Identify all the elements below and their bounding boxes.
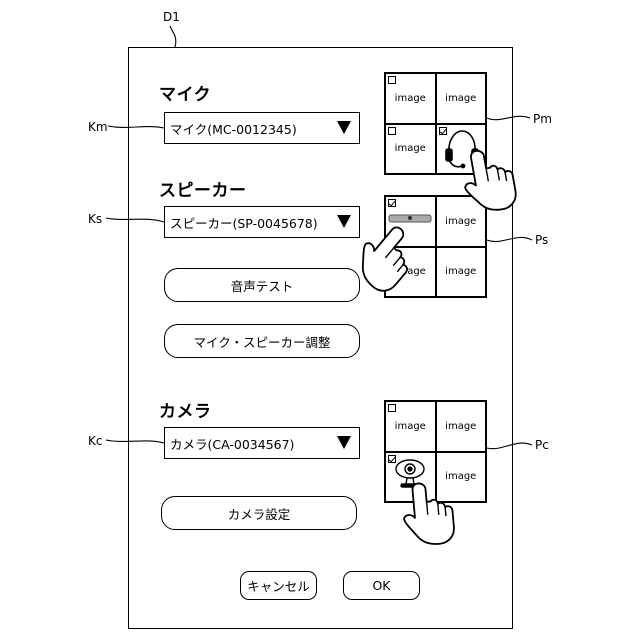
mic-image-cell-3[interactable]: image bbox=[385, 124, 436, 175]
checkbox[interactable] bbox=[388, 404, 396, 412]
mic-image-cell-1[interactable]: image bbox=[385, 73, 436, 124]
speaker-section-title: スピーカー bbox=[159, 176, 247, 201]
cell-label: image bbox=[445, 93, 476, 104]
camera-select[interactable]: カメラ(CA-0034567) bbox=[164, 427, 360, 459]
speaker-image-cell-1[interactable] bbox=[385, 196, 436, 247]
cell-label: image bbox=[395, 421, 426, 432]
checkbox-checked[interactable] bbox=[439, 127, 447, 135]
camera-section-title: カメラ bbox=[159, 397, 212, 422]
ref-label-ps: Ps bbox=[535, 233, 548, 247]
ref-label-pm: Pm bbox=[533, 112, 552, 126]
camera-image-cell-4[interactable]: image bbox=[436, 452, 487, 503]
ref-label-km: Km bbox=[88, 120, 108, 134]
camera-select-value: カメラ(CA-0034567) bbox=[170, 434, 294, 453]
mic-image-cell-4[interactable] bbox=[436, 124, 487, 175]
leader-line-d1 bbox=[170, 26, 176, 47]
cell-label: image bbox=[445, 266, 476, 277]
checkbox[interactable] bbox=[388, 127, 396, 135]
camera-image-cell-1[interactable]: image bbox=[385, 401, 436, 452]
cell-label: image bbox=[445, 216, 476, 227]
checkbox[interactable] bbox=[388, 76, 396, 84]
mic-select[interactable]: マイク(MC-0012345) bbox=[164, 112, 360, 144]
speaker-select[interactable]: スピーカー(SP-0045678) bbox=[164, 206, 360, 238]
mic-image-grid: image image image bbox=[384, 72, 487, 175]
chevron-down-icon bbox=[337, 215, 351, 228]
camera-settings-button[interactable]: カメラ設定 bbox=[161, 496, 357, 530]
cell-label: image bbox=[445, 471, 476, 482]
speaker-image-cell-2[interactable]: image bbox=[436, 196, 487, 247]
mic-section-title: マイク bbox=[159, 80, 211, 105]
cancel-button[interactable]: キャンセル bbox=[240, 571, 317, 600]
cell-label: image bbox=[395, 143, 426, 154]
cell-label: image bbox=[395, 266, 426, 277]
speaker-image-grid: image image image bbox=[384, 195, 487, 298]
mic-speaker-adjust-button[interactable]: マイク・スピーカー調整 bbox=[164, 324, 360, 358]
speaker-image-cell-4[interactable]: image bbox=[436, 247, 487, 298]
checkbox-checked[interactable] bbox=[388, 455, 396, 463]
figure-label: D1 bbox=[163, 10, 180, 24]
ref-label-pc: Pc bbox=[535, 438, 549, 452]
chevron-down-icon bbox=[337, 121, 351, 134]
camera-image-cell-2[interactable]: image bbox=[436, 401, 487, 452]
mic-image-cell-2[interactable]: image bbox=[436, 73, 487, 124]
speaker-image-cell-3[interactable]: image bbox=[385, 247, 436, 298]
camera-image-grid: image image image bbox=[384, 400, 487, 503]
checkbox-checked[interactable] bbox=[388, 199, 396, 207]
cell-label: image bbox=[395, 93, 426, 104]
ref-label-ks: Ks bbox=[88, 212, 102, 226]
ok-button[interactable]: OK bbox=[343, 571, 420, 600]
sound-test-button[interactable]: 音声テスト bbox=[164, 268, 360, 302]
chevron-down-icon bbox=[337, 436, 351, 449]
mic-select-value: マイク(MC-0012345) bbox=[170, 119, 297, 138]
cell-label: image bbox=[445, 421, 476, 432]
speaker-select-value: スピーカー(SP-0045678) bbox=[170, 213, 318, 232]
ref-label-kc: Kc bbox=[88, 434, 102, 448]
camera-image-cell-3[interactable] bbox=[385, 452, 436, 503]
